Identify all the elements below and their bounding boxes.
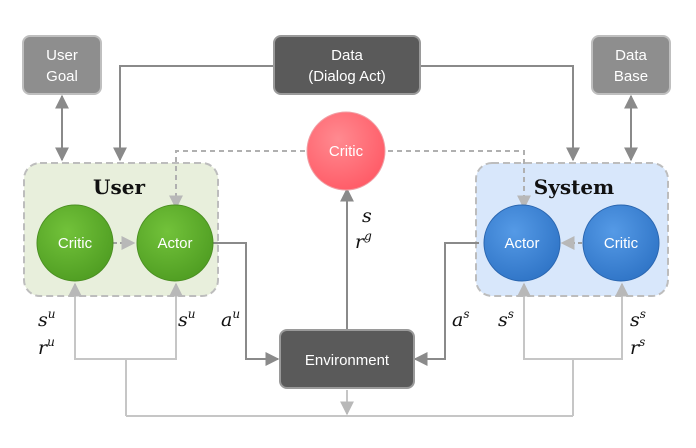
- label-system-reward: rs: [630, 335, 645, 359]
- user-actor-to-environment: [213, 242, 280, 366]
- label-system-state: ss: [630, 307, 646, 331]
- critic-to-user-actor-dashed: [169, 150, 305, 210]
- user-goal-box: User Goal: [22, 35, 102, 95]
- user-critic-node: Critic: [36, 204, 114, 282]
- system-panel-title: System: [534, 175, 614, 199]
- system-critic-node: Critic: [582, 204, 660, 282]
- data-base-line2: Base: [614, 68, 648, 85]
- label-system-action: as: [452, 307, 470, 331]
- label-system-actor-state: ss: [498, 307, 514, 331]
- data-box-line1: Data: [331, 47, 363, 64]
- user-actor-node: Actor: [136, 204, 214, 282]
- user-panel-title: User: [93, 175, 145, 199]
- data-to-user-connector: [113, 65, 274, 162]
- user-actor-label: Actor: [157, 235, 192, 252]
- environment-label: Environment: [305, 352, 390, 369]
- label-env-goal-reward: rg: [355, 229, 372, 253]
- system-critic-label: Critic: [604, 235, 639, 252]
- user-goal-line2: Goal: [46, 68, 78, 85]
- system-actor-label: Actor: [504, 235, 539, 252]
- data-base-line1: Data: [615, 47, 647, 64]
- feedback-to-user-actor: [126, 282, 183, 360]
- user-goal-line1: User: [46, 47, 78, 64]
- label-user-reward: ru: [38, 335, 55, 359]
- label-user-action: au: [221, 307, 240, 331]
- label-user-actor-state: su: [178, 307, 196, 331]
- user-critic-label: Critic: [58, 235, 93, 252]
- environment-box: Environment: [279, 329, 415, 389]
- data-box-line2: (Dialog Act): [308, 68, 386, 85]
- feedback-to-system-critic: [573, 282, 629, 360]
- label-user-state: su: [38, 307, 56, 331]
- data-to-system-connector: [420, 65, 580, 162]
- system-actor-to-environment: [413, 242, 479, 366]
- feedback-to-user-critic: [68, 282, 127, 416]
- system-actor-node: Actor: [483, 204, 561, 282]
- critic-to-system-actor-dashed: [388, 150, 531, 210]
- global-critic-node: Critic: [306, 111, 386, 191]
- data-base-box: Data Base: [591, 35, 671, 95]
- feedback-to-system-actor: [517, 282, 574, 416]
- data-dialog-act-box: Data (Dialog Act): [273, 35, 421, 95]
- label-env-state: s: [362, 205, 372, 227]
- global-critic-label: Critic: [329, 143, 364, 160]
